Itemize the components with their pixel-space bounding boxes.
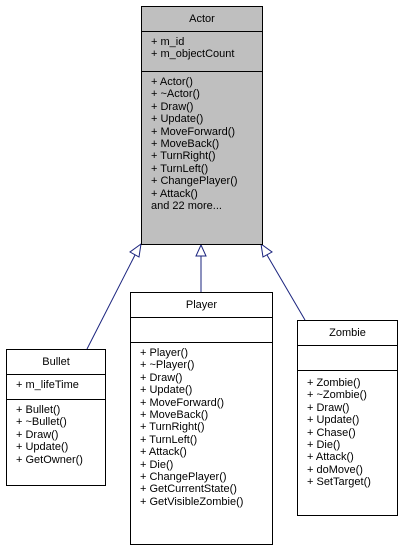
class-bullet-name: Bullet (7, 350, 105, 375)
edge-zombie-actor (266, 254, 306, 321)
actor-method: + Draw() (151, 100, 194, 113)
player-method: + TurnRight() (140, 421, 205, 434)
bullet-method: + ~Bullet() (16, 416, 67, 429)
bullet-method: + Draw() (16, 428, 59, 441)
class-zombie-name: Zombie (298, 321, 397, 346)
player-method: + ~Player() (140, 359, 195, 372)
actor-method: + ~Actor() (151, 88, 200, 101)
actor-attribute: + m_objectCount (151, 48, 235, 61)
zombie-method: + Die() (307, 438, 341, 451)
actor-method: + ChangePlayer() (151, 175, 238, 188)
edge-zombie-actor-arrowhead (260, 242, 273, 258)
class-actor-name: Actor (142, 7, 262, 32)
zombie-method: + doMove() (307, 463, 363, 476)
player-method: + MoveForward() (140, 396, 225, 409)
zombie-method: + Draw() (307, 401, 350, 414)
bullet-method: + Update() (16, 441, 69, 454)
class-player-methods: + Player() + ~Player() + Draw() + Update… (131, 343, 272, 508)
player-method: + Die() (140, 458, 174, 471)
class-zombie: Zombie + Zombie() + ~Zombie() + Draw() +… (297, 320, 398, 516)
class-actor-attributes: + m_id + m_objectCount (142, 32, 262, 72)
class-bullet-methods: + Bullet() + ~Bullet() + Draw() + Update… (7, 400, 105, 466)
player-method: + Attack() (140, 446, 187, 459)
player-method: + ChangePlayer() (140, 470, 227, 483)
player-method: + GetVisibleZombie() (140, 495, 244, 508)
player-method: + Update() (140, 384, 193, 397)
player-method: + MoveBack() (140, 408, 209, 421)
class-player-attributes (131, 318, 272, 343)
class-actor-methods: + Actor() + ~Actor() + Draw() + Update()… (142, 72, 262, 212)
class-player: Player + Player() + ~Player() + Draw() +… (130, 292, 273, 545)
zombie-method: + Attack() (307, 451, 354, 464)
zombie-method: + Update() (307, 414, 360, 427)
zombie-method: + Chase() (307, 426, 356, 439)
bullet-attribute: + m_lifeTime (16, 379, 79, 391)
actor-method: + MoveBack() (151, 137, 220, 150)
actor-method: + MoveForward() (151, 125, 236, 138)
bullet-method: + Bullet() (16, 404, 61, 416)
actor-attribute: + m_id (151, 36, 185, 48)
player-method: + GetCurrentState() (140, 483, 237, 496)
class-bullet: Bullet + m_lifeTime + Bullet() + ~Bullet… (6, 349, 106, 486)
zombie-method: + ~Zombie() (307, 389, 367, 402)
edge-bullet-actor-arrowhead (129, 242, 142, 258)
edge-bullet-actor (86, 254, 136, 350)
player-method: + Draw() (140, 371, 183, 384)
player-method: + TurnLeft() (140, 433, 198, 446)
edge-player-actor-arrowhead (195, 243, 207, 257)
actor-method: + TurnRight() (151, 150, 216, 163)
zombie-method: + Zombie() (307, 377, 361, 389)
actor-method: + Actor() (151, 76, 193, 88)
actor-method: + TurnLeft() (151, 162, 209, 175)
class-zombie-methods: + Zombie() + ~Zombie() + Draw() + Update… (298, 371, 397, 489)
bullet-method: + GetOwner() (16, 453, 83, 466)
actor-method: + Attack() (151, 187, 198, 200)
class-bullet-attributes: + m_lifeTime (7, 375, 105, 400)
zombie-method: + SetTarget() (307, 476, 371, 489)
actor-method: + Update() (151, 113, 204, 126)
class-actor: Actor + m_id + m_objectCount + Actor() +… (141, 6, 263, 245)
class-player-name: Player (131, 293, 272, 318)
class-zombie-attributes (298, 346, 397, 371)
player-method: + Player() (140, 347, 188, 359)
actor-more-methods: and 22 more... (151, 199, 222, 212)
